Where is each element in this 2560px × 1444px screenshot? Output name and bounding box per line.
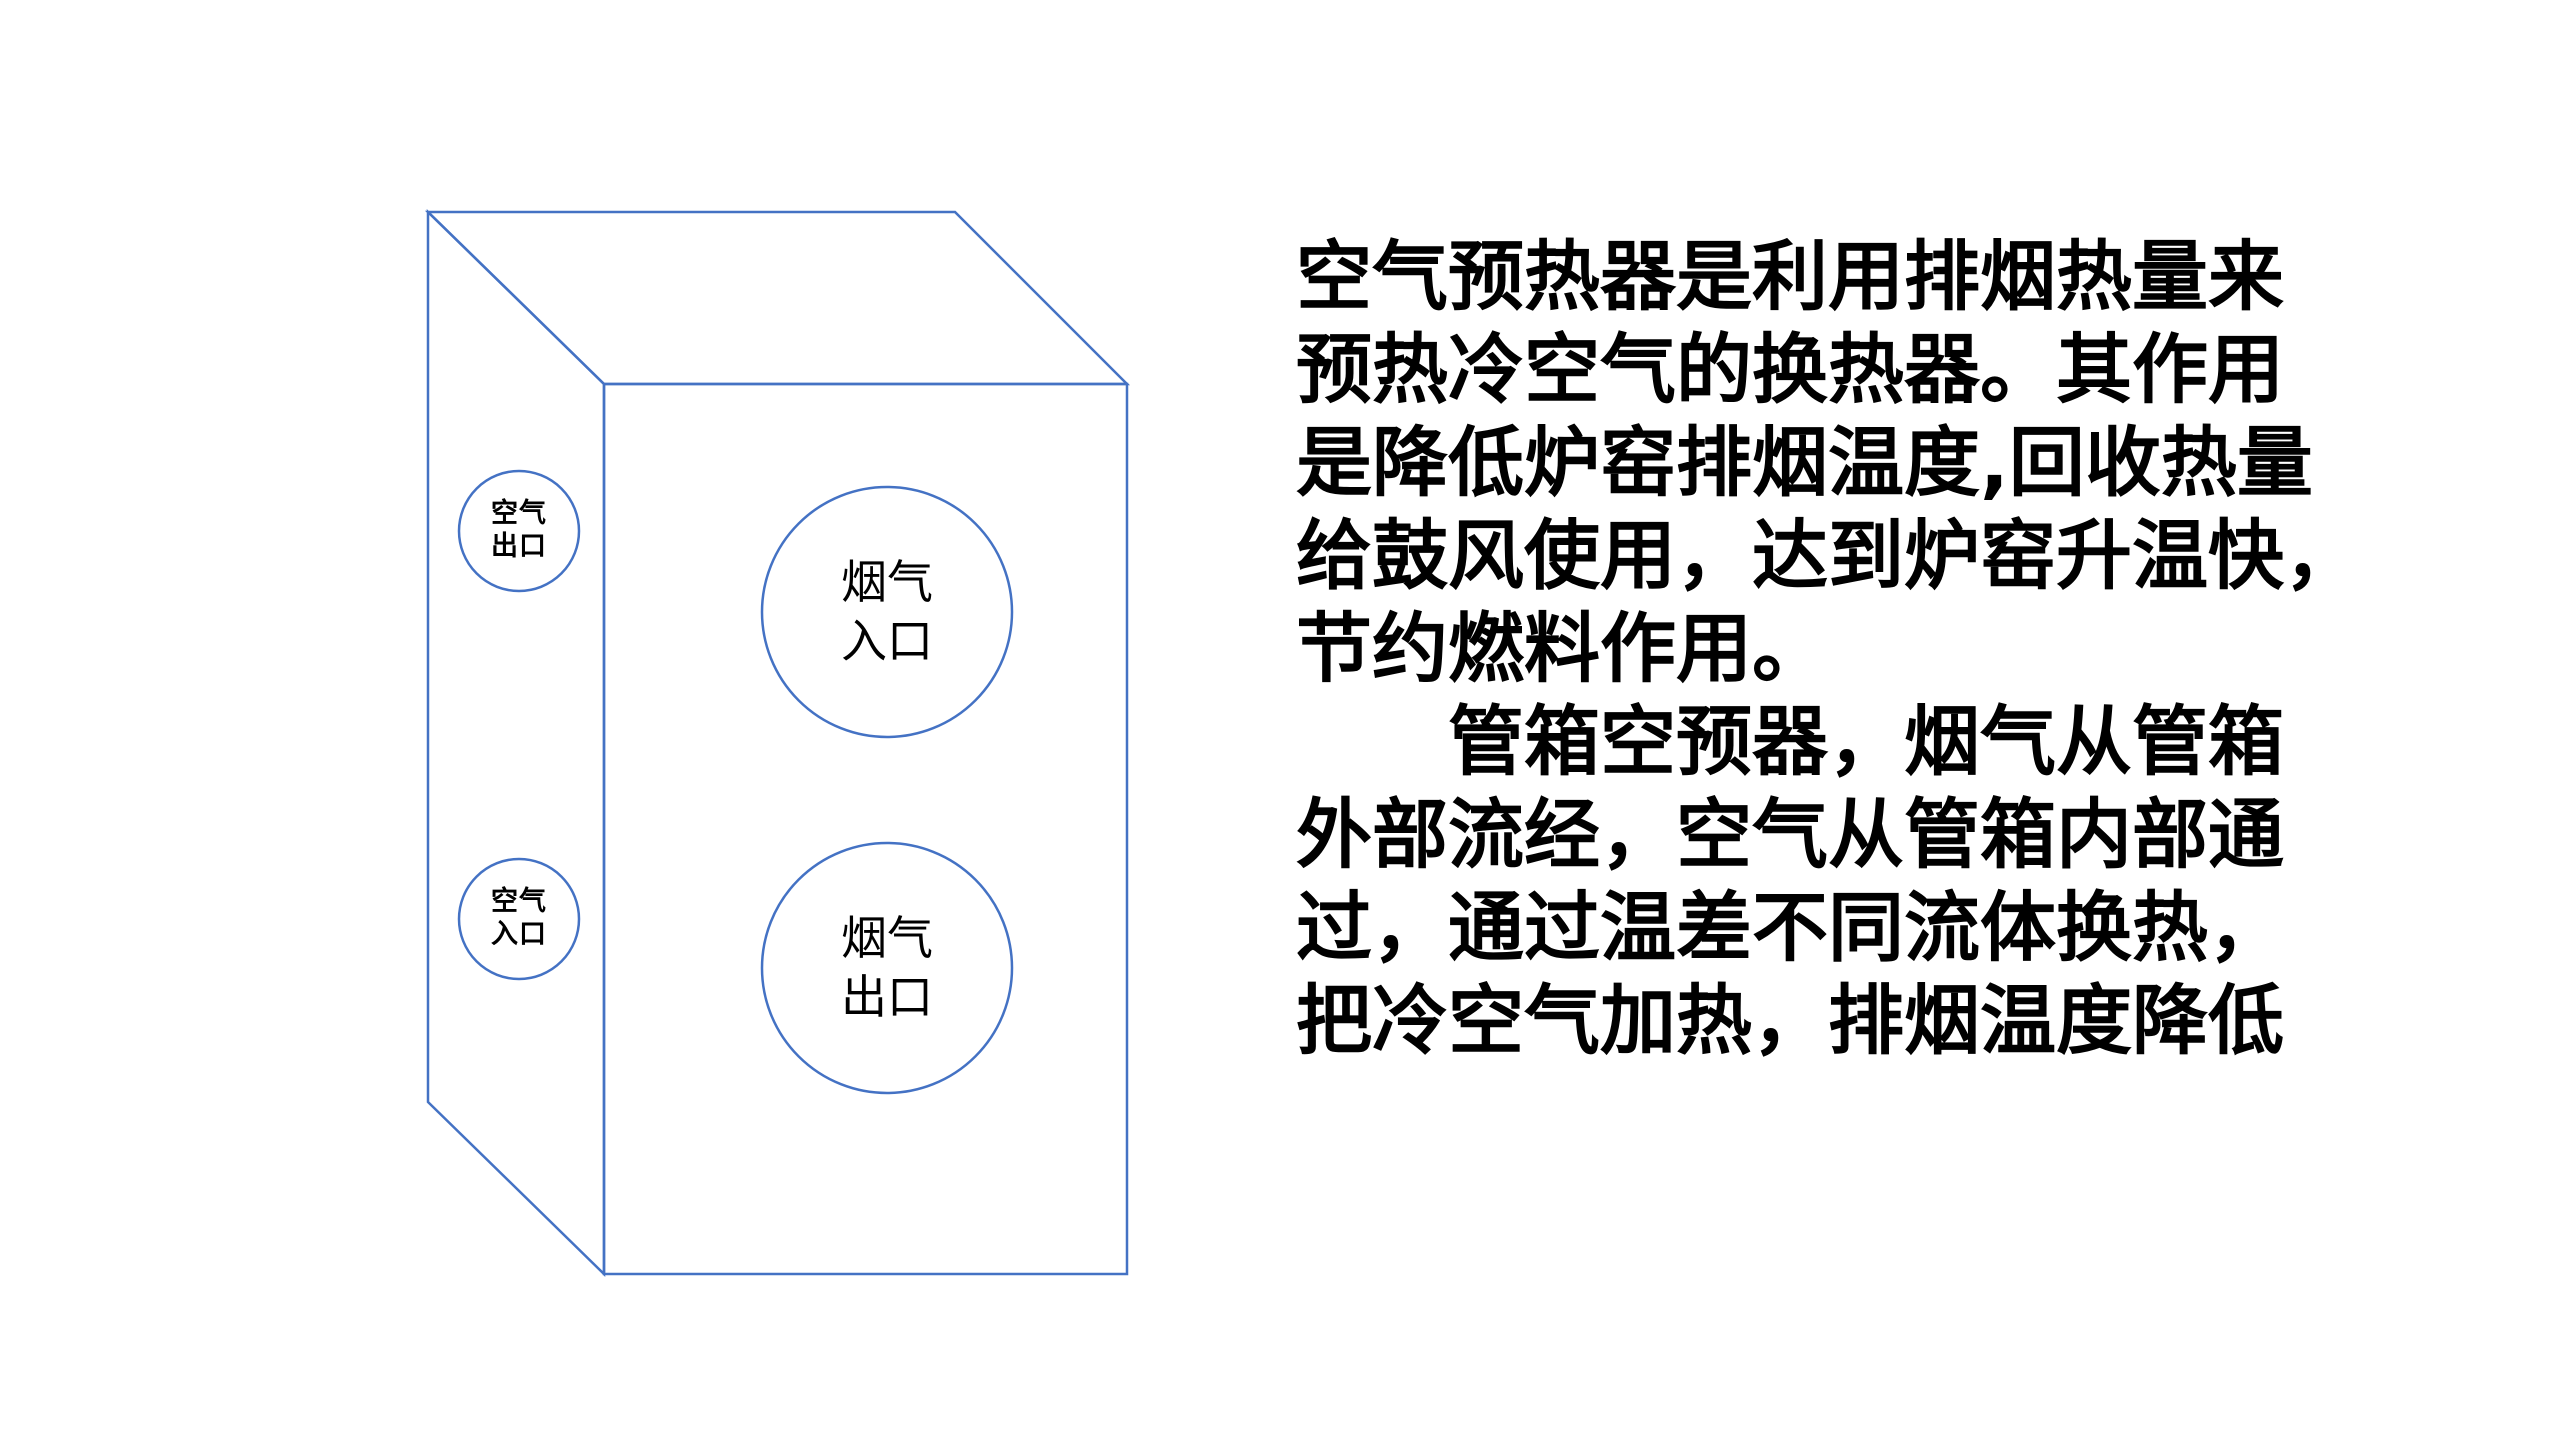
air-inlet-circle — [457, 857, 581, 981]
flue-outlet-label: 烟气 出口 — [841, 909, 933, 1027]
description-line: 管箱空预器，烟气从管箱 — [1296, 697, 2284, 786]
description-line: 是降低炉窑排烟温度,回收热量 — [1296, 418, 2313, 507]
flue-inlet-label: 烟气 入口 — [841, 553, 933, 671]
flue-inlet-label-line2: 入口 — [841, 614, 933, 668]
air-outlet-label-line1: 空气 — [491, 498, 547, 530]
flue-outlet-label-line2: 出口 — [841, 970, 933, 1024]
air-outlet-label-line2: 出口 — [491, 531, 547, 562]
box-front-face — [602, 382, 1129, 1276]
air-inlet-label-line2: 入口 — [491, 919, 547, 950]
description-line: 过，通过温差不同流体换热， — [1296, 883, 2284, 972]
air-inlet-label-line1: 空气 — [491, 886, 547, 918]
description-line: 空气预热器是利用排烟热量来 — [1296, 232, 2284, 321]
air-outlet-circle — [457, 469, 581, 593]
box-line-group — [424, 209, 1131, 1277]
description-line: 节约燃料作用。 — [1296, 604, 1828, 693]
description-line: 外部流经，空气从管箱内部通 — [1296, 790, 2284, 879]
flue-inlet-label-line1: 烟气 — [841, 555, 933, 610]
description-line: 预热冷空气的换热器。其作用 — [1296, 325, 2284, 414]
description-line: 把冷空气加热，排烟温度降低 — [1296, 976, 2284, 1065]
flue-outlet-circle — [760, 841, 1014, 1095]
description-line: 给鼓风使用，达到炉窑升温快， — [1296, 511, 2360, 600]
box-side-face — [426, 209, 606, 1277]
description-text-block: 空气预热器是利用排烟热量来 预热冷空气的换热器。其作用 是降低炉窑排烟温度,回收… — [1296, 230, 2476, 1067]
air-outlet-label: 空气 出口 — [491, 498, 547, 564]
air-inlet-label: 空气 入口 — [491, 886, 547, 952]
box-top-face — [424, 210, 1131, 386]
flue-inlet-circle — [760, 485, 1014, 739]
flue-outlet-label-line1: 烟气 — [841, 911, 933, 966]
